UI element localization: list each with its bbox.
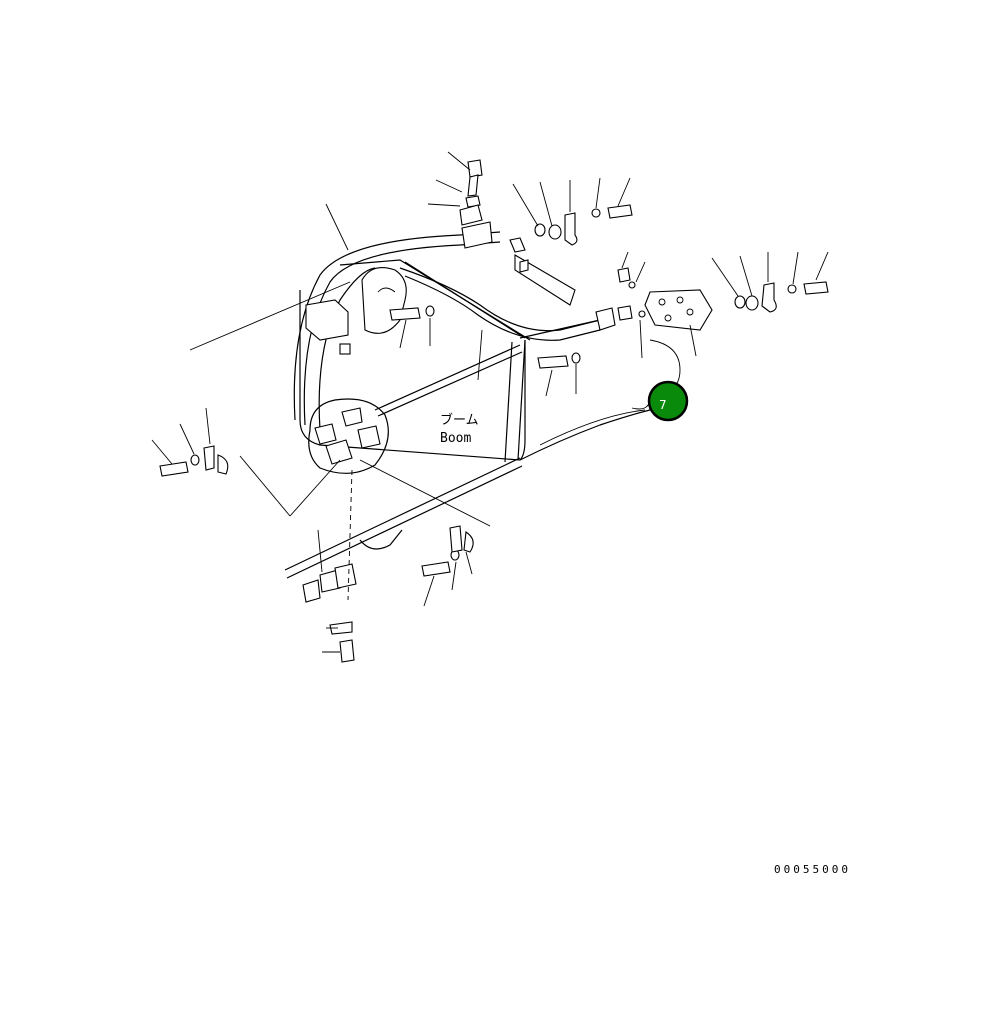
boom-label-en: Boom bbox=[440, 431, 471, 446]
bolt-washer-middle bbox=[389, 305, 581, 369]
left-clamp-group bbox=[159, 445, 229, 477]
detail-bubble bbox=[308, 398, 389, 474]
callout-marker[interactable]: 7 bbox=[647, 380, 689, 422]
boom-body bbox=[284, 259, 651, 579]
callout-number: 7 bbox=[659, 398, 667, 412]
lower-clamp-group bbox=[302, 525, 474, 663]
right-manifold bbox=[595, 267, 829, 331]
document-number: 00055000 bbox=[774, 863, 851, 876]
boom-label-jp: ブーム bbox=[440, 412, 479, 428]
leader-lines bbox=[151, 151, 829, 653]
callout-circle[interactable] bbox=[647, 380, 689, 422]
upper-clamp-assembly bbox=[459, 159, 633, 306]
